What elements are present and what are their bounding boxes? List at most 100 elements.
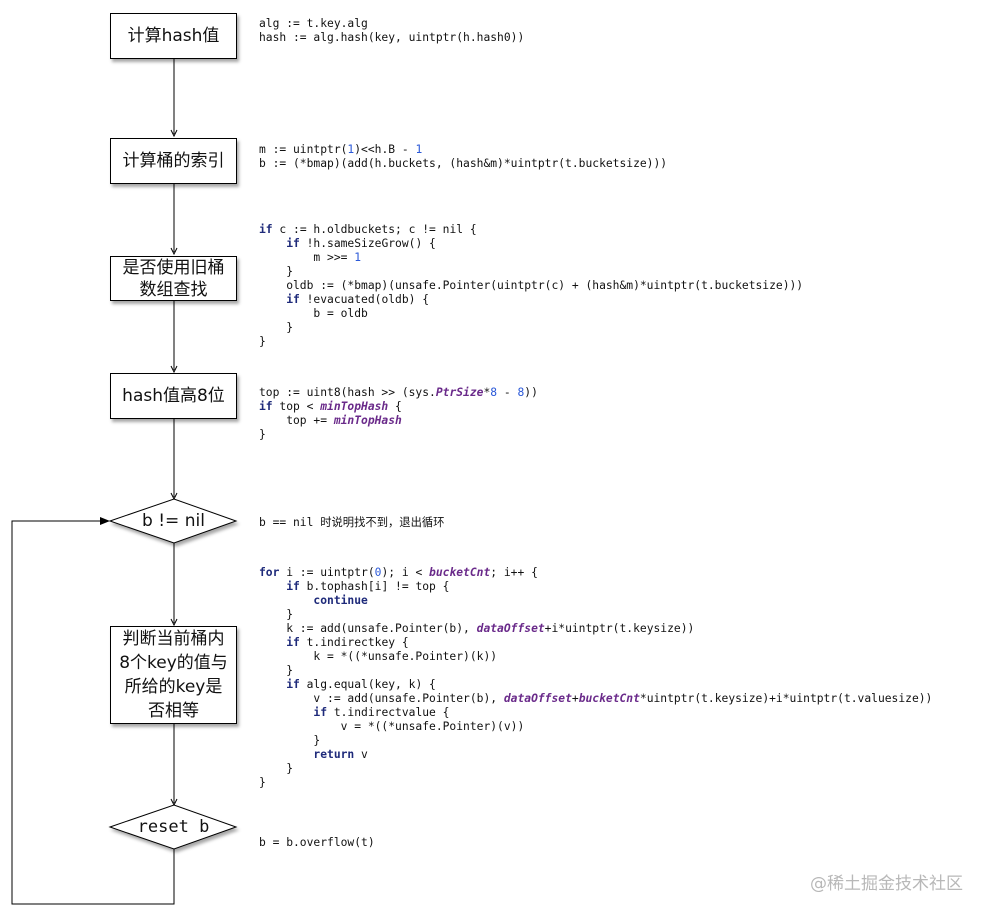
code-identifier: dataOffset <box>503 692 572 705</box>
code-line: top += minTopHash <box>259 414 402 427</box>
code-line: } <box>259 664 293 677</box>
code-line: oldb := (*bmap)(unsafe.Pointer(uintptr(c… <box>259 279 803 292</box>
watermark: @稀土掘金技术社区 <box>810 874 963 894</box>
code-line: if !evacuated(oldb) { <box>259 293 429 306</box>
code-line: v = *((*unsafe.Pointer)(v)) <box>259 720 525 733</box>
decision-reset-b-shape <box>108 804 238 850</box>
code-number: 1 <box>347 143 355 156</box>
edge-loop-back <box>11 520 175 905</box>
code-number: 1 <box>354 251 362 264</box>
code-line: } <box>259 321 293 334</box>
code-text: - <box>497 386 518 399</box>
code-keyword: for <box>259 566 280 579</box>
code-text <box>259 748 313 761</box>
decision-b-not-nil-shape <box>108 498 238 544</box>
code-text <box>259 580 286 593</box>
arrowhead-open <box>170 247 178 256</box>
code-keyword: return <box>313 748 355 761</box>
code-line: continue <box>259 594 368 607</box>
code-identifier: PtrSize <box>435 386 484 399</box>
code-text: { <box>388 400 402 413</box>
code-keyword: if <box>286 237 300 250</box>
code-top-hash: top := uint8(hash >> (sys.PtrSize*8 - 8)… <box>259 386 538 442</box>
code-text: )) <box>524 386 538 399</box>
code-text: k = *((*unsafe.Pointer)(k)) <box>259 650 498 663</box>
note-nil-check: b == nil 时说明找不到，退出循环 <box>259 516 445 529</box>
code-text: + <box>571 692 579 705</box>
code-line: if c := h.oldbuckets; c != nil { <box>259 223 477 236</box>
code-line: k := add(unsafe.Pointer(b), dataOffset+i… <box>259 622 694 635</box>
code-line: } <box>259 762 293 775</box>
code-line: } <box>259 608 293 621</box>
arrowhead-open <box>170 129 178 138</box>
code-text: b = oldb <box>259 307 368 320</box>
decision-reset-b-label: reset b <box>137 817 210 837</box>
code-text: v <box>354 748 368 761</box>
code-text: v = *((*unsafe.Pointer)(v)) <box>259 720 525 733</box>
code-text: )<<h.B - <box>354 143 416 156</box>
code-text <box>259 293 286 306</box>
code-text: } <box>259 664 294 677</box>
code-line: } <box>259 734 320 747</box>
code-text: c := h.oldbuckets; c != nil { <box>272 223 477 236</box>
code-text: * <box>483 386 491 399</box>
code-text: oldb := (*bmap)(unsafe.Pointer(uintptr(c… <box>259 279 804 292</box>
node-use-old-buckets: 是否使用旧桶 数组查找 <box>110 256 237 301</box>
arrowhead-open <box>170 618 178 627</box>
code-text: } <box>259 265 294 278</box>
code-line: hash := alg.hash(key, uintptr(h.hash0)) <box>259 31 524 44</box>
code-text: } <box>259 776 266 789</box>
code-number: 1 <box>415 143 423 156</box>
code-number: 0 <box>374 566 382 579</box>
code-text <box>259 678 286 691</box>
code-text: } <box>259 762 294 775</box>
code-keyword: if <box>286 636 300 649</box>
code-line: v := add(unsafe.Pointer(b), dataOffset+b… <box>259 692 932 705</box>
code-text: m := uintptr( <box>259 143 348 156</box>
code-line: } <box>259 265 293 278</box>
code-reset-b: b = b.overflow(t) <box>259 836 375 850</box>
code-keyword: if <box>259 400 273 413</box>
code-number: 8 <box>490 386 498 399</box>
node-compare-keys: 判断当前桶内 8个key的值与 所给的key是 否相等 <box>110 626 237 724</box>
code-text: ); i < <box>381 566 430 579</box>
code-text: b.tophash[i] != top { <box>299 580 450 593</box>
code-identifier: minTopHash <box>333 414 402 427</box>
code-identifier: bucketCnt <box>578 692 640 705</box>
code-number: 8 <box>517 386 525 399</box>
code-line: m >>= 1 <box>259 251 361 264</box>
code-identifier: bucketCnt <box>429 566 491 579</box>
code-line: m := uintptr(1)<<h.B - 1 <box>259 143 422 156</box>
code-compare-loop: for i := uintptr(0); i < bucketCnt; i++ … <box>259 566 932 790</box>
code-text: alg.equal(key, k) { <box>299 678 436 691</box>
code-line: b := (*bmap)(add(h.buckets, (hash&m)*uin… <box>259 157 667 170</box>
node-compute-bucket-index: 计算桶的索引 <box>110 138 237 184</box>
code-line: if !h.sameSizeGrow() { <box>259 237 436 250</box>
code-keyword: if <box>259 223 273 236</box>
code-line: if top < minTopHash { <box>259 400 402 413</box>
code-text: } <box>259 321 294 334</box>
code-text: ; i++ { <box>490 566 538 579</box>
code-text: m >>= <box>259 251 355 264</box>
code-line: } <box>259 776 266 789</box>
code-keyword: continue <box>313 594 368 607</box>
code-text <box>259 237 286 250</box>
code-line: k = *((*unsafe.Pointer)(k)) <box>259 650 497 663</box>
code-keyword: if <box>286 678 300 691</box>
code-line: if b.tophash[i] != top { <box>259 580 449 593</box>
arrowhead-filled <box>100 517 110 525</box>
code-line: b = oldb <box>259 307 368 320</box>
code-line: if t.indirectvalue { <box>259 706 449 719</box>
code-line: top := uint8(hash >> (sys.PtrSize*8 - 8)… <box>259 386 538 399</box>
code-text: !h.sameSizeGrow() { <box>299 237 436 250</box>
code-keyword: if <box>313 706 328 719</box>
code-text <box>259 636 286 649</box>
code-text: k := add(unsafe.Pointer(b), <box>259 622 477 635</box>
code-text: t.indirectkey { <box>299 636 409 649</box>
code-line: for i := uintptr(0); i < bucketCnt; i++ … <box>259 566 538 579</box>
code-text: v := add(unsafe.Pointer(b), <box>259 692 504 705</box>
code-text: } <box>259 734 321 747</box>
code-line: } <box>259 428 266 441</box>
code-keyword: if <box>286 293 300 306</box>
code-old-buckets: if c := h.oldbuckets; c != nil { if !h.s… <box>259 223 803 349</box>
